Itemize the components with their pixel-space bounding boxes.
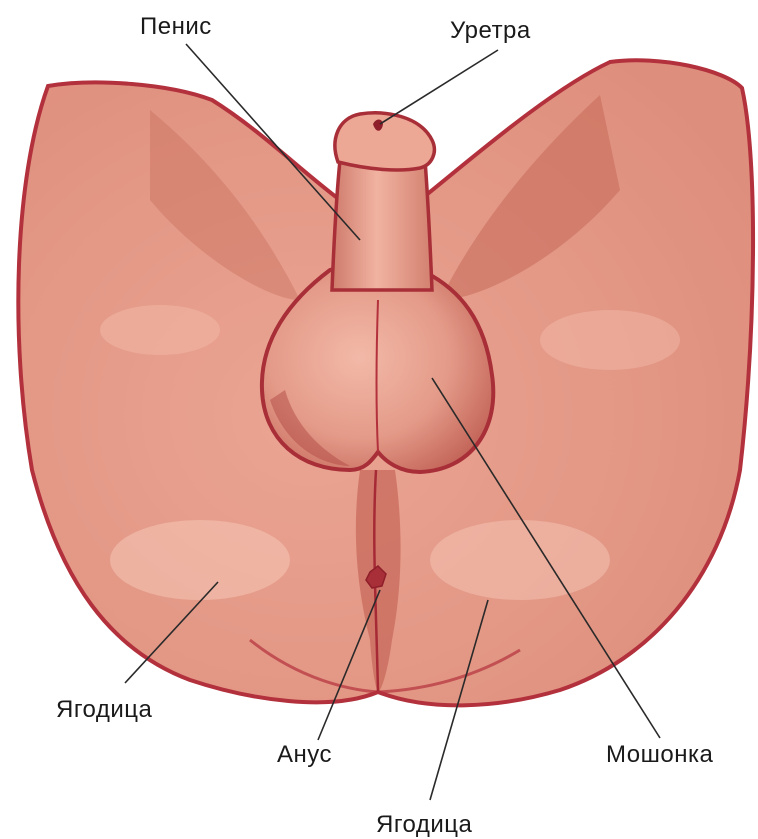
leader-urethra bbox=[380, 50, 498, 124]
highlight-left bbox=[110, 520, 290, 600]
highlight-right bbox=[430, 520, 610, 600]
label-anus: Анус bbox=[277, 741, 332, 768]
label-buttock-right: Ягодица bbox=[376, 811, 473, 838]
label-urethra: Уретра bbox=[450, 17, 531, 44]
label-scrotum: Мошонка bbox=[606, 741, 713, 768]
label-buttock-left: Ягодица bbox=[56, 696, 153, 723]
highlight-upper-left bbox=[100, 305, 220, 355]
highlight-upper-right bbox=[540, 310, 680, 370]
label-penis: Пенис bbox=[140, 13, 212, 40]
